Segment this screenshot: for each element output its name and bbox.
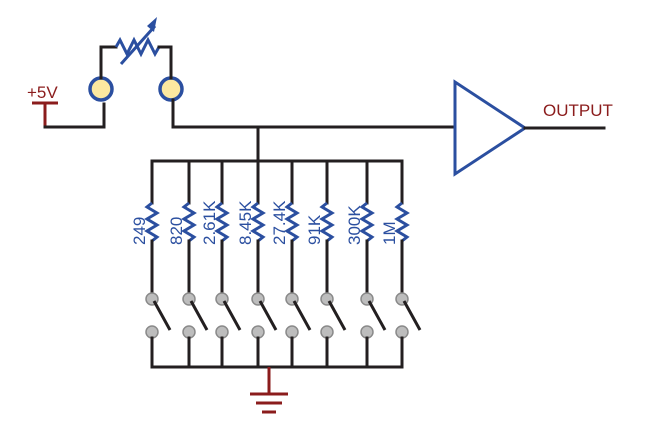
switch-blade-6[interactable] <box>327 300 347 331</box>
switch-blade-4[interactable] <box>258 300 278 331</box>
buffer-amplifier-symbol <box>453 79 528 177</box>
switch-bottom-contact-1 <box>145 325 159 339</box>
switch-blade-1[interactable] <box>152 300 172 331</box>
resistor-4 <box>250 201 266 243</box>
switch-bottom-contact-8 <box>395 325 409 339</box>
ground-symbol <box>250 367 288 414</box>
resistor-value-label-8: 1M <box>380 221 399 245</box>
switch-blade-5[interactable] <box>292 300 312 331</box>
switch-bottom-contact-5 <box>285 325 299 339</box>
resistor-value-label-4: 8.45K <box>236 200 255 245</box>
switch-blade-2[interactable] <box>189 300 209 331</box>
resistor-value-label-3: 2.61K <box>200 200 219 245</box>
power-supply-symbol <box>32 101 58 127</box>
resistor-value-label-6: 91K <box>305 214 324 245</box>
switch-bottom-contact-7 <box>360 325 374 339</box>
resistor-2 <box>181 201 197 243</box>
switch-bottom-contact-2 <box>182 325 196 339</box>
switch-bottom-contact-3 <box>215 325 229 339</box>
output-label: OUTPUT <box>543 101 613 120</box>
resistor-value-label-5: 27.4K <box>270 200 289 245</box>
resistor-6 <box>319 201 335 243</box>
switch-bottom-contact-4 <box>251 325 265 339</box>
resistor-1 <box>144 201 160 243</box>
supply-label: +5V <box>27 83 58 102</box>
right-terminal[interactable] <box>158 76 184 102</box>
variable-resistor <box>99 17 173 80</box>
resistor-5 <box>284 201 300 243</box>
left-terminal[interactable] <box>88 76 114 102</box>
switch-blade-7[interactable] <box>367 300 387 331</box>
switch-blade-8[interactable] <box>402 300 422 331</box>
resistor-8 <box>394 201 410 243</box>
resistor-branches: 249 820 2.61K 8.45K 27.4K 91K 300K 1M <box>130 159 422 369</box>
switch-bottom-contact-6 <box>320 325 334 339</box>
resistor-value-label-2: 820 <box>167 217 186 245</box>
resistor-value-label-7: 300K <box>345 205 364 245</box>
switch-blade-3[interactable] <box>222 300 242 331</box>
resistor-3 <box>214 201 230 243</box>
resistor-value-label-1: 249 <box>130 217 149 245</box>
resistor-7 <box>359 201 375 243</box>
